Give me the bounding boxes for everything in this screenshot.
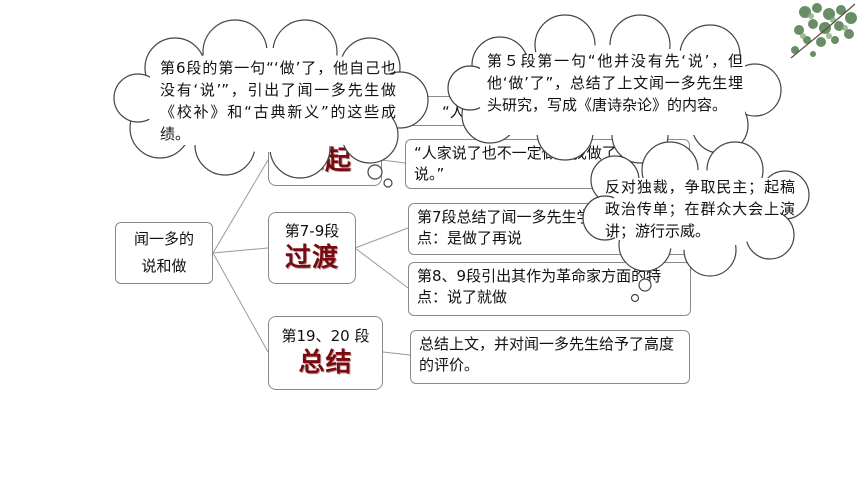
root-label-line2: 说和做 — [141, 257, 187, 275]
leaf-text: 第8、9段引出其作为革命家方面的特点：说了就做 — [417, 267, 662, 306]
tree-branch-icon — [790, 3, 857, 59]
section-node-transition: 第7-9段 过渡 — [268, 212, 356, 284]
section-tag: 总结 — [298, 348, 353, 378]
root-label-line1: 闻一多的 — [133, 230, 194, 248]
root-node: 闻一多的 说和做 — [115, 222, 213, 284]
cloud-3-text: 反对独裁，争取民主；起稿政治传单；在群众大会上演讲；游行示威。 — [605, 178, 795, 240]
leaf-evaluation: 总结上文，并对闻一多先生给予了高度的评价。 — [410, 330, 690, 384]
section-node-summary: 第19、20 段 总结 — [268, 316, 383, 390]
section-tag: 过渡 — [284, 243, 339, 273]
leaf-text: 总结上文，并对闻一多先生给予了高度的评价。 — [419, 335, 675, 374]
cloud-1-text: 第6段的第一句“‘做’了，他自己也没有‘说’”，引出了闻一多先生做《校补》和“古… — [160, 59, 396, 143]
section-label: 第19、20 段 — [281, 327, 370, 345]
section-label: 第7-9段 — [284, 222, 340, 240]
cloud-2-text: 第５段第一句“他并没有先‘说’，但他‘做’了”，总结了上文闻一多先生埋头研究，写… — [487, 52, 743, 114]
